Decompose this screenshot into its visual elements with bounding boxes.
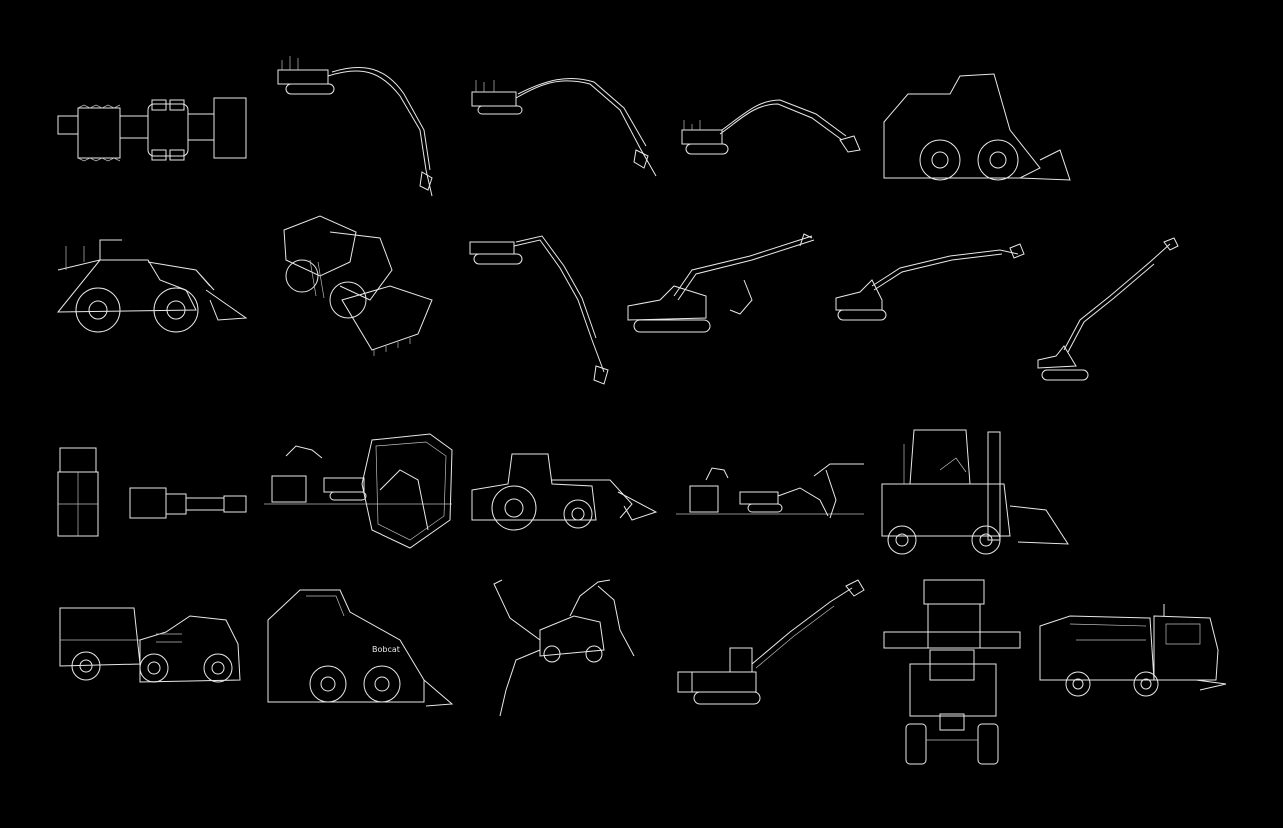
- tractor-loader: [471, 453, 658, 531]
- loader-top-view: [57, 97, 247, 162]
- covered-utility-vehicle: [59, 607, 241, 683]
- long-reach-excavator-3: [681, 99, 861, 155]
- wheel-loader-side: [56, 239, 248, 333]
- cable-excavator: [677, 579, 865, 705]
- long-reach-excavator-2: [471, 77, 657, 177]
- skid-steer-loader-2: Bobcat: [267, 589, 454, 707]
- skid-steer-brand-label: Bobcat: [372, 645, 400, 654]
- street-sweeper-truck: [1039, 604, 1227, 697]
- excavator-loading-truck-1: [264, 433, 453, 549]
- walking-excavator: [493, 579, 635, 717]
- skid-steer-loader-1: [883, 73, 1071, 181]
- long-reach-excavator-7: [1037, 237, 1179, 381]
- long-reach-excavator-5: [627, 233, 815, 333]
- wheel-loader-iso: [283, 215, 433, 356]
- truck-and-excavator-top: [57, 447, 247, 537]
- forklift-loader: [881, 429, 1069, 555]
- excavator-loading-truck-2: [676, 463, 864, 519]
- long-reach-excavator-4: [469, 235, 609, 385]
- telehandler-front: [883, 579, 1021, 765]
- long-reach-excavator-1: [277, 56, 433, 197]
- long-reach-excavator-6: [835, 243, 1025, 321]
